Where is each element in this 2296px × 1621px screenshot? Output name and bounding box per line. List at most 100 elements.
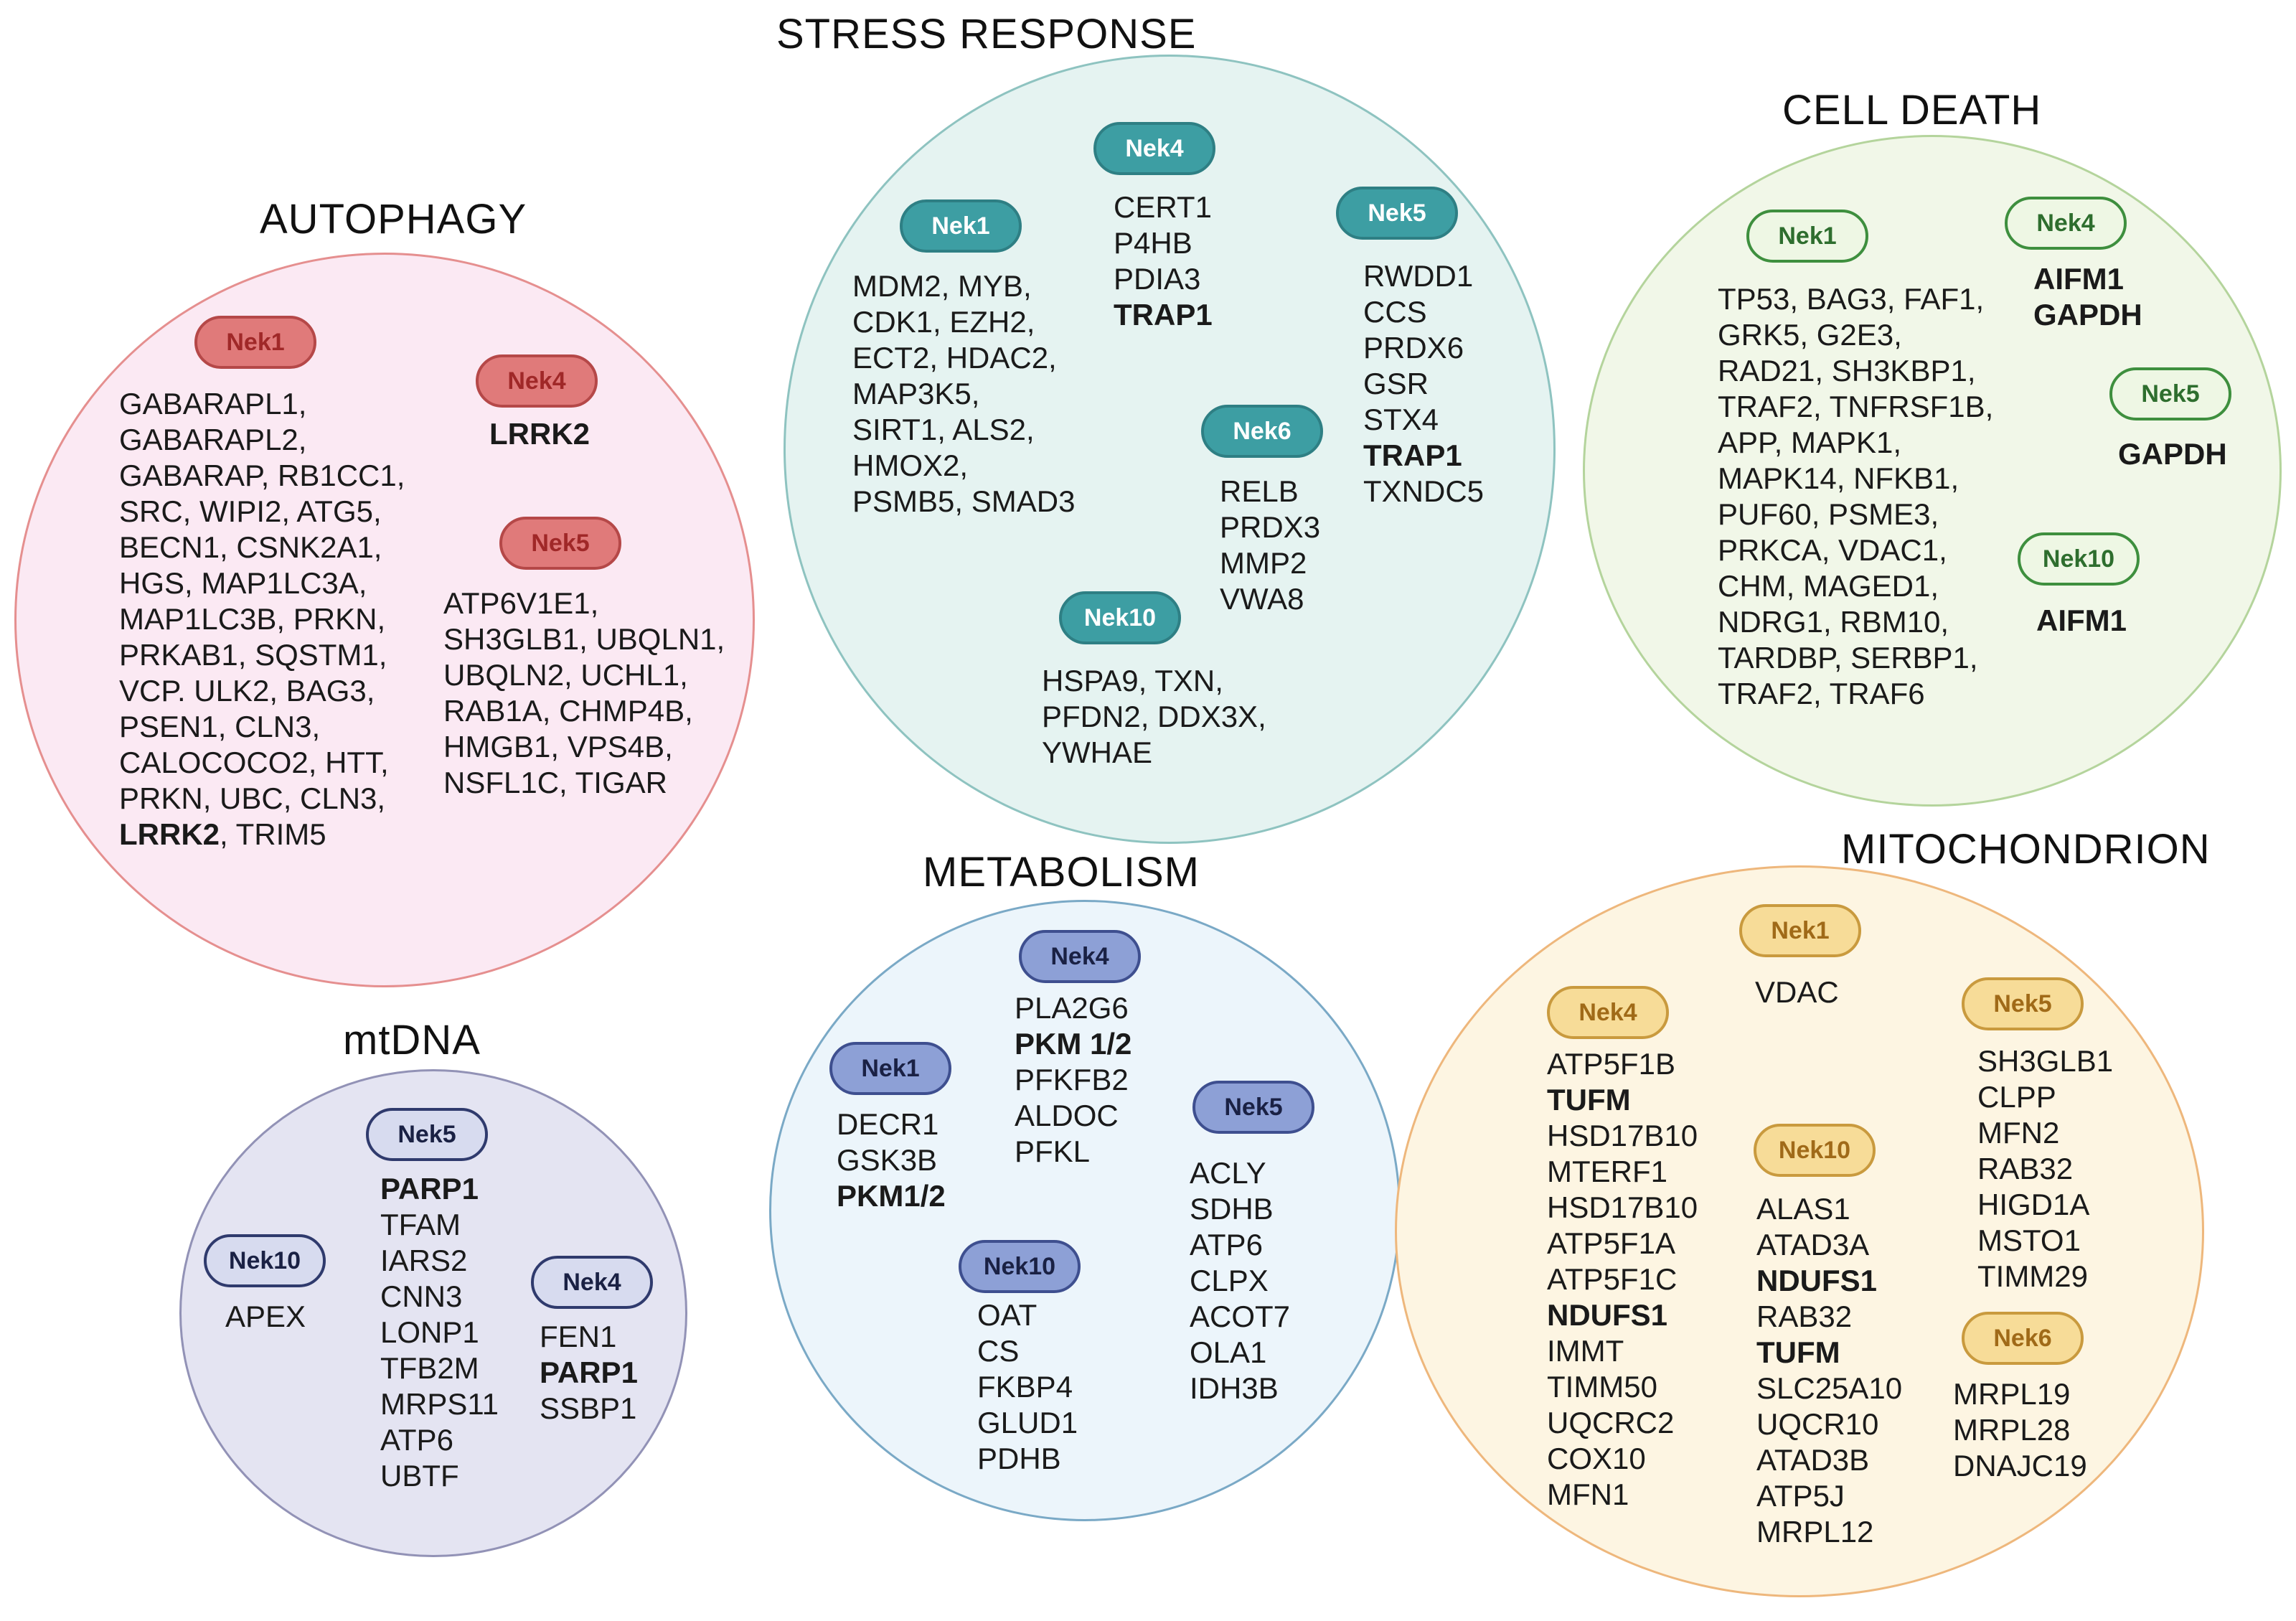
gene-bold: TUFM: [1756, 1335, 1840, 1369]
gene-line: LONP1: [380, 1315, 479, 1349]
gene-line: TARDBP, SERBP1,: [1718, 641, 1978, 675]
gene-bold: LRRK2: [489, 417, 591, 451]
gene-line: ACLY: [1190, 1156, 1266, 1190]
gene-line: MRPS11: [380, 1387, 499, 1421]
gene-line: RELB: [1220, 474, 1299, 508]
gene-line: AIFM1: [2036, 603, 2127, 639]
stress-nek6-genes: RELB PRDX3 MMP2 VWA8: [1220, 474, 1320, 617]
gene-line: P4HB: [1114, 226, 1192, 260]
gene-line: PKM 1/2: [1015, 1026, 1131, 1062]
gene-bold: PKM1/2: [837, 1179, 946, 1213]
death-nek5-genes: GAPDH: [2118, 436, 2227, 472]
gene-line: PSMB5, SMAD3: [852, 484, 1076, 518]
gene-line: TFAM: [380, 1208, 461, 1241]
gene-line: PSEN1, CLN3,: [119, 710, 321, 743]
gene-line: LRRK2: [489, 416, 590, 452]
gene-line: SH3GLB1: [1977, 1044, 2114, 1078]
gene-bold: NDUFS1: [1756, 1264, 1878, 1297]
gene-line: TRAP1: [1114, 297, 1213, 333]
gene-line: MMP2: [1220, 546, 1307, 580]
gene-line: ATAD3B: [1756, 1443, 1870, 1477]
gene-bold: TRAP1: [1363, 438, 1462, 472]
mito-nek10-badge: Nek10: [1754, 1124, 1876, 1177]
gene-line: PKM1/2: [837, 1178, 946, 1214]
gene-line: CNN3: [380, 1279, 463, 1313]
gene-line: HGS, MAP1LC3A,: [119, 566, 367, 600]
gene-line: APP, MAPK1,: [1718, 426, 1902, 459]
gene-line: CLPX: [1190, 1264, 1269, 1297]
gene-line: ATAD3A: [1756, 1228, 1870, 1261]
autophagy-circle: [14, 253, 755, 987]
gene-line: SH3GLB1, UBQLN1,: [443, 622, 725, 656]
gene-text: , TRIM5: [220, 817, 326, 851]
gene-bold: GAPDH: [2118, 437, 2227, 471]
mito-nek1-genes: VDAC: [1755, 974, 1839, 1010]
gene-line: LRRK2, TRIM5: [119, 817, 405, 852]
death-nek1-badge: Nek1: [1746, 210, 1868, 263]
mtdna-nek10-genes: APEX: [225, 1299, 306, 1335]
autophagy-nek5-badge: Nek5: [499, 517, 621, 570]
gene-line: GABARAPL1,: [119, 387, 307, 420]
gene-bold: PARP1: [380, 1172, 479, 1206]
death-nek10-badge: Nek10: [2018, 532, 2140, 586]
gene-line: DECR1: [837, 1107, 939, 1141]
gene-line: COX10: [1547, 1442, 1646, 1475]
gene-line: UBQLN2, UCHL1,: [443, 658, 688, 692]
gene-line: UBTF: [380, 1459, 459, 1493]
gene-line: MTERF1: [1547, 1155, 1667, 1188]
gene-line: HSD17B10: [1547, 1190, 1698, 1224]
gene-line: PFKFB2: [1015, 1063, 1129, 1096]
mito-nek6-badge: Nek6: [1962, 1312, 2084, 1365]
death-nek1-genes: TP53, BAG3, FAF1, GRK5, G2E3, RAD21, SH3…: [1718, 281, 1993, 712]
gene-line: MRPL12: [1756, 1515, 1874, 1549]
gene-line: PRKCA, VDAC1,: [1718, 533, 1947, 567]
gene-line: HIGD1A: [1977, 1188, 2090, 1221]
cell-death-circle: [1583, 135, 2282, 807]
death-nek5-badge: Nek5: [2109, 367, 2231, 420]
mito-nek5-badge: Nek5: [1962, 977, 2084, 1030]
gene-line: ATP5F1C: [1547, 1262, 1678, 1296]
mito-nek5-genes: SH3GLB1 CLPP MFN2 RAB32 HIGD1A MSTO1 TIM…: [1977, 1043, 2113, 1295]
gene-line: YWHAE: [1042, 736, 1153, 769]
gene-line: ATP5J: [1756, 1479, 1845, 1513]
stress-nek1-genes: MDM2, MYB, CDK1, EZH2, ECT2, HDAC2, MAP3…: [852, 268, 1075, 520]
gene-line: FEN1: [540, 1320, 617, 1353]
gene-line: ECT2, HDAC2,: [852, 341, 1057, 375]
metabolism-nek5-badge: Nek5: [1192, 1081, 1314, 1134]
gene-line: GSK3B: [837, 1143, 938, 1177]
gene-line: SDHB: [1190, 1192, 1274, 1226]
stress-nek5-badge: Nek5: [1336, 187, 1458, 240]
gene-line: TRAP1: [1363, 438, 1484, 474]
gene-bold: AIFM1: [2036, 603, 2127, 637]
gene-line: CCS: [1363, 295, 1427, 329]
gene-line: PARP1: [540, 1355, 638, 1391]
gene-line: OLA1: [1190, 1335, 1267, 1369]
gene-bold: NDUFS1: [1547, 1298, 1668, 1332]
gene-bold: GAPDH: [2033, 298, 2142, 332]
gene-line: PRKAB1, SQSTM1,: [119, 638, 387, 672]
gene-line: GABARAP, RB1CC1,: [119, 459, 405, 492]
gene-line: CLPP: [1977, 1080, 2056, 1114]
gene-line: SRC, WIPI2, ATG5,: [119, 494, 382, 528]
mtdna-nek4-genes: FEN1 PARP1 SSBP1: [540, 1319, 638, 1427]
gene-line: TUFM: [1547, 1082, 1698, 1118]
gene-bold: AIFM1: [2033, 262, 2124, 296]
mtdna-title: mtDNA: [343, 1017, 481, 1063]
autophagy-title: AUTOPHAGY: [260, 196, 527, 243]
gene-line: TUFM: [1756, 1335, 1902, 1371]
gene-line: RAB32: [1756, 1300, 1853, 1333]
gene-line: SIRT1, ALS2,: [852, 413, 1035, 446]
gene-line: CALOCOCO2, HTT,: [119, 746, 389, 779]
gene-line: VCP. ULK2, BAG3,: [119, 674, 375, 708]
gene-line: TRAF2, TNFRSF1B,: [1718, 390, 1994, 423]
death-nek4-badge: Nek4: [2005, 197, 2127, 250]
gene-line: GABARAPL2,: [119, 423, 307, 456]
metabolism-nek1-badge: Nek1: [829, 1042, 951, 1095]
gene-line: MSTO1: [1977, 1223, 2081, 1257]
gene-line: MRPL28: [1953, 1413, 2071, 1447]
cell-death-title: CELL DEATH: [1782, 87, 2042, 133]
gene-bold: PKM 1/2: [1015, 1027, 1132, 1061]
gene-line: TXNDC5: [1363, 474, 1485, 508]
stress-response-circle: [784, 55, 1556, 844]
gene-line: OAT: [977, 1298, 1038, 1332]
